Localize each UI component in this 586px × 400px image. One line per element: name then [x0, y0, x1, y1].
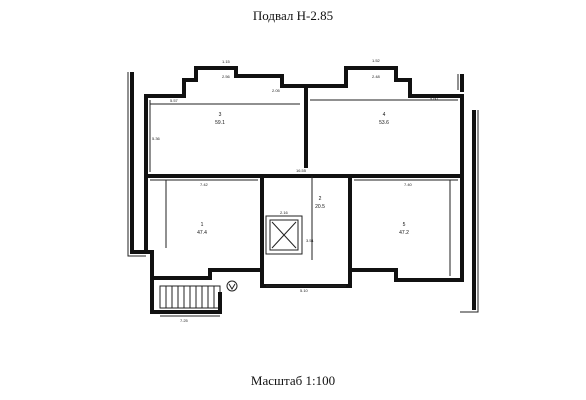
dim-room3-width: 5.57: [170, 98, 179, 103]
dim-top-right-a: 1.52: [372, 58, 381, 63]
dim-top-mid: 2.05: [272, 88, 281, 93]
scale-label: Масштаб 1:100: [250, 373, 336, 388]
dim-shaft: 2.16: [280, 210, 289, 215]
dim-bottom-left: 7.25: [180, 318, 189, 323]
left-outer-wall-inner: [127, 72, 146, 257]
horizontal-divider-left: [146, 174, 264, 270]
dim-room3-height: 5.36: [152, 136, 161, 141]
dim-top-mid-left: 2.56: [222, 74, 231, 79]
staircase: [150, 278, 222, 314]
room-4-number: 4: [383, 112, 386, 118]
elevator-frame: [265, 215, 303, 255]
room-2-area: 20.5: [315, 204, 325, 210]
room-5-area: 47.2: [399, 230, 409, 236]
plan-title: Подвал Н-2.85: [252, 8, 334, 23]
room-1-area: 47.4: [197, 230, 207, 236]
dim-top-right-b: 2.48: [372, 74, 381, 79]
right-outer-wall: [460, 74, 476, 310]
dim-corridor: 16.55: [296, 168, 307, 173]
left-outer-wall: [130, 72, 146, 254]
elevator-shaft: [269, 219, 299, 251]
dim-room4-width: 5.60: [430, 96, 439, 101]
dimension-lines: [149, 99, 458, 317]
room-2-number: 2: [319, 196, 322, 202]
dim-room1-width: 7.42: [200, 182, 209, 187]
dim-room2-depth: 3.51: [306, 238, 315, 243]
right-outer-wall-inner: [457, 74, 479, 313]
dim-bottom-mid: 5.10: [300, 288, 309, 293]
room-3-number: 3: [219, 112, 222, 118]
room-5-number: 5: [403, 222, 406, 228]
room-3-area: 59.1: [215, 120, 225, 126]
dim-room5-width: 7.40: [404, 182, 413, 187]
meter-icon-mark: [228, 283, 236, 290]
room-1-number: 1: [201, 222, 204, 228]
horizontal-divider-right: [348, 174, 462, 270]
dim-top-left: 1.15: [222, 59, 231, 64]
meter-icon: [226, 280, 238, 292]
room-4-area: 53.6: [379, 120, 389, 126]
building-outline: [144, 66, 464, 288]
elevator-cross: [271, 221, 297, 249]
